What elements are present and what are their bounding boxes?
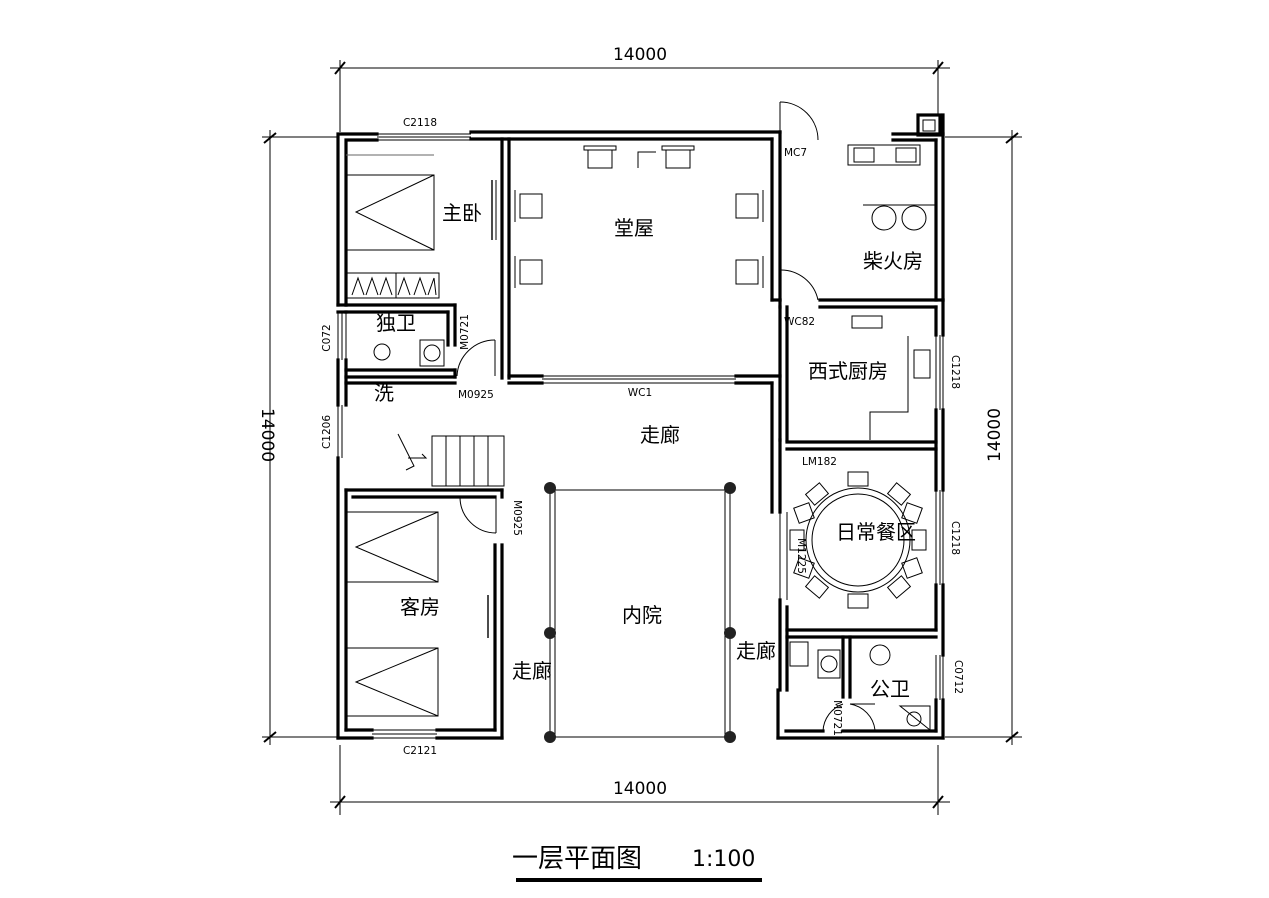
furniture (345, 144, 936, 732)
label-door-wash: M0925 (458, 389, 494, 401)
label-door-kitchen: WC82 (784, 316, 815, 328)
drawing-scale: 1:100 (692, 847, 755, 872)
label-window-bottom-left: C2121 (403, 745, 437, 757)
dimension-bottom: 14000 (613, 779, 667, 799)
label-door-top-right: MC7 (784, 147, 807, 159)
dimension-right: 14000 (985, 408, 1005, 462)
room-wash: 洗 (374, 381, 394, 405)
windows (337, 133, 944, 739)
dimension-top: 14000 (613, 45, 667, 65)
room-corridor-left: 走廊 (512, 659, 552, 683)
label-window-dining: C1218 (949, 521, 961, 555)
column (724, 627, 736, 639)
room-western-kitchen: 西式厨房 (808, 359, 888, 383)
room-main-hall: 堂屋 (614, 216, 654, 240)
drawing-title: 一层平面图 (512, 844, 642, 874)
label-window-top-left: C2118 (403, 117, 437, 129)
label-door-private-bath: M0721 (459, 314, 471, 350)
label-door-public-bath: M0721 (831, 700, 843, 736)
room-dining: 日常餐区 (836, 520, 916, 544)
column (724, 731, 736, 743)
label-window-private-bath: C072 (321, 324, 333, 351)
column (544, 482, 556, 494)
room-private-bath: 独卫 (376, 311, 416, 335)
courtyard-frame (549, 489, 731, 738)
label-window-stair: C1206 (321, 415, 333, 449)
room-guest: 客房 (400, 595, 440, 619)
room-firewood: 柴火房 (863, 249, 923, 273)
column (724, 482, 736, 494)
room-courtyard: 内院 (622, 603, 662, 627)
label-hall-window: WC1 (628, 387, 652, 399)
columns (544, 482, 736, 743)
label-window-public-bath: C0712 (952, 660, 964, 694)
room-master-bedroom: 主卧 (442, 201, 482, 225)
label-door-dining: LM182 (802, 456, 837, 468)
room-corridor-right: 走廊 (736, 639, 776, 663)
room-public-bath: 公卫 (870, 677, 910, 701)
room-corridor-top: 走廊 (640, 423, 680, 447)
column (544, 627, 556, 639)
label-window-kitchen: C1218 (949, 355, 961, 389)
walls (336, 113, 945, 740)
dimension-lines (262, 60, 1022, 815)
dimension-left: 14000 (257, 408, 277, 462)
column (544, 731, 556, 743)
label-door-guest: M0925 (511, 500, 523, 536)
label-door-dining-side: M1225 (795, 538, 807, 574)
doors (456, 101, 876, 732)
